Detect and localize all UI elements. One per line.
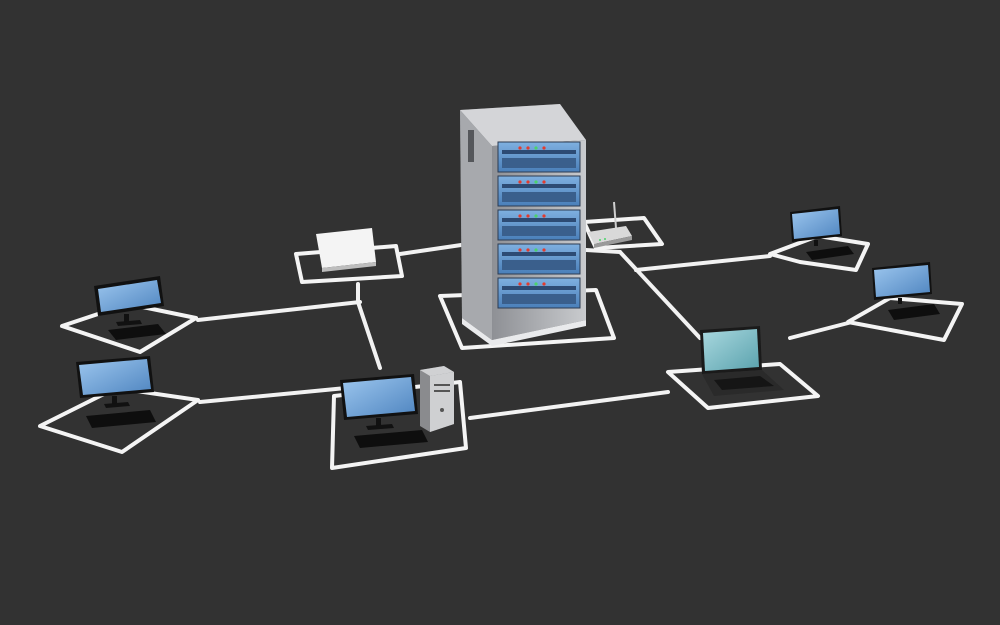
pc-workstation <box>340 366 454 448</box>
server-unit <box>497 277 581 309</box>
keyboard-icon <box>888 304 940 320</box>
router-icon <box>588 201 632 248</box>
pad-pc <box>330 380 468 470</box>
keyboard-icon <box>108 324 166 340</box>
pad-monitor4 <box>846 296 964 342</box>
monitor-icon <box>76 356 156 428</box>
server-rack-icon <box>460 104 586 346</box>
link-laptop-to-monitor4 <box>788 320 854 340</box>
link-monitor2-to-pc <box>198 386 348 404</box>
monitor-icon <box>94 276 166 340</box>
link-server-to-junction <box>584 248 622 254</box>
server-unit <box>497 243 581 275</box>
keyboard-icon <box>354 430 428 448</box>
link-junction-to-laptop <box>618 250 702 340</box>
link-printer-to-server <box>398 242 470 256</box>
pad-monitor2 <box>38 386 200 454</box>
keyboard-icon <box>806 246 854 260</box>
server-unit <box>497 209 581 241</box>
link-monitor1-to-hub <box>196 300 362 322</box>
link-pc-to-laptop <box>468 390 670 420</box>
network-links <box>196 242 854 420</box>
link-printer-down <box>356 282 382 370</box>
monitor-icon <box>872 262 940 320</box>
monitor-icon <box>340 374 418 430</box>
pc-tower-icon <box>420 366 454 432</box>
keyboard-icon <box>86 410 156 428</box>
laptop-icon <box>700 326 784 396</box>
server-units <box>497 141 581 309</box>
monitor-icon <box>790 206 854 260</box>
server-unit <box>497 175 581 207</box>
printer-icon <box>316 228 376 272</box>
link-junction-to-monitor3 <box>634 254 772 272</box>
server-unit <box>497 141 581 173</box>
